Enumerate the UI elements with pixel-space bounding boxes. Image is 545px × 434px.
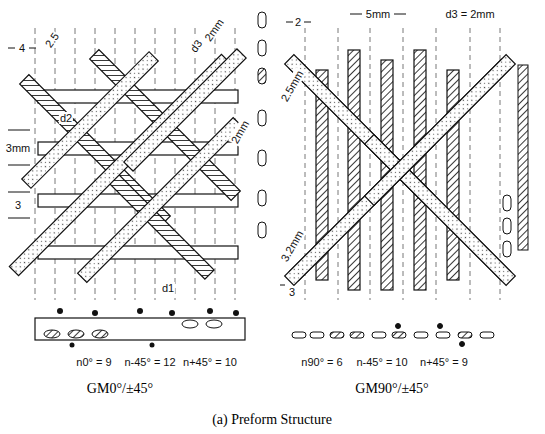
fibre-dot	[438, 324, 443, 329]
guide-line	[436, 28, 437, 300]
cross-section-right	[292, 324, 494, 347]
diameter-label: d3	[187, 37, 205, 56]
dimension-label: 4	[18, 42, 26, 54]
hatched-bar	[518, 65, 528, 250]
figure-label: GM0°/±45°	[86, 381, 154, 396]
fibre-oval	[330, 332, 344, 338]
fibre-oval	[350, 332, 364, 338]
dimension-line	[8, 192, 30, 193]
dimension-label: 2.5mm	[278, 68, 306, 105]
fibre-oval	[436, 332, 450, 338]
dimension-label: 2mm	[228, 118, 252, 147]
dimension-line	[280, 285, 285, 286]
dimension-label: 3mm	[5, 142, 31, 154]
fibre-oval	[372, 332, 386, 338]
fibre-oval	[44, 330, 60, 338]
fibre-oval	[258, 222, 266, 238]
fibre-oval	[258, 12, 266, 28]
ninety-degree-strips	[316, 50, 459, 290]
fibre-ovals	[44, 320, 222, 338]
cross-section-left	[35, 308, 245, 348]
dimension-label: 3	[288, 286, 296, 298]
fibre-dot	[57, 308, 63, 314]
zero-strip	[38, 246, 238, 259]
fibre-dot	[169, 310, 175, 316]
diameter-label: d2	[59, 112, 73, 124]
fibre-oval	[258, 40, 266, 56]
dimension-line	[8, 48, 15, 49]
fibre-oval	[503, 218, 511, 234]
guide-line	[370, 28, 371, 300]
ply-count: n90° = 6	[300, 356, 343, 368]
hatched-strip	[447, 70, 459, 280]
fibre-dot	[460, 342, 465, 347]
dimension-marks	[8, 48, 36, 218]
ply-count: n-45° = 10	[355, 356, 408, 368]
dimension-label: 2	[294, 16, 302, 28]
dimension-line	[8, 165, 30, 166]
fibre-oval	[182, 320, 198, 328]
fibre-oval	[392, 332, 406, 338]
dimension-label: 2.5	[42, 29, 62, 50]
dimension-line	[350, 14, 362, 15]
ply-count: n-45° = 12	[123, 356, 176, 368]
stippled-strip	[365, 55, 516, 206]
dimension-line	[8, 218, 30, 219]
figure-caption: (a) Preform Structure	[211, 412, 333, 427]
ply-count: n+45° = 10	[182, 356, 238, 368]
fibre-oval	[258, 110, 266, 126]
dimension-line	[8, 130, 30, 131]
plus45-strips	[9, 49, 246, 283]
laminate-section	[35, 318, 245, 340]
dimension-line	[394, 14, 406, 15]
fibre-oval	[258, 68, 266, 84]
stippled-strip	[124, 49, 246, 171]
dimension-label: 2mm	[201, 16, 226, 45]
fibre-oval	[258, 150, 266, 166]
fibre-oval	[458, 332, 472, 338]
side-view-column	[258, 12, 266, 238]
fibre-dot	[233, 310, 239, 316]
fibre-dots	[57, 308, 239, 348]
fibre-oval	[414, 332, 428, 338]
fibre-dot	[150, 343, 155, 348]
fibre-dot	[396, 324, 401, 329]
dimension-line	[29, 48, 36, 49]
fibre-oval	[310, 332, 324, 338]
fibre-dot	[207, 308, 213, 314]
fibre-dot	[137, 308, 143, 314]
diameter-label: d1	[161, 282, 175, 294]
side-view-right	[503, 65, 528, 257]
hatched-strip	[348, 50, 360, 290]
fibre-oval	[258, 190, 266, 206]
fibre-dot	[70, 343, 75, 348]
fibre-oval	[292, 332, 306, 338]
dimension-line	[286, 22, 293, 23]
guide-line	[338, 28, 339, 300]
ply-count: n+45° = 9	[419, 356, 469, 368]
dimension-line	[304, 22, 311, 23]
fibre-oval	[92, 330, 108, 338]
dimension-label: 3.2mm	[278, 228, 306, 265]
diagonal-strips	[285, 55, 516, 286]
stippled-strip	[365, 135, 516, 286]
hatched-strip	[106, 171, 214, 279]
ply-count: n0° = 9	[75, 356, 112, 368]
hatched-strip	[414, 50, 426, 290]
diameter-label: d3 = 2mm	[444, 8, 495, 20]
fibre-oval	[68, 330, 84, 338]
fibre-oval	[206, 320, 222, 328]
dimension-label: 5mm	[365, 8, 391, 20]
fibre-dot	[92, 310, 98, 316]
fibre-oval	[503, 241, 511, 257]
fibre-oval	[503, 195, 511, 211]
fibre-oval	[480, 332, 494, 338]
dimension-label: 3	[14, 199, 22, 211]
guide-line	[470, 28, 471, 300]
figure-label: GM90°/±45°	[354, 381, 429, 396]
stippled-strip	[22, 52, 158, 188]
